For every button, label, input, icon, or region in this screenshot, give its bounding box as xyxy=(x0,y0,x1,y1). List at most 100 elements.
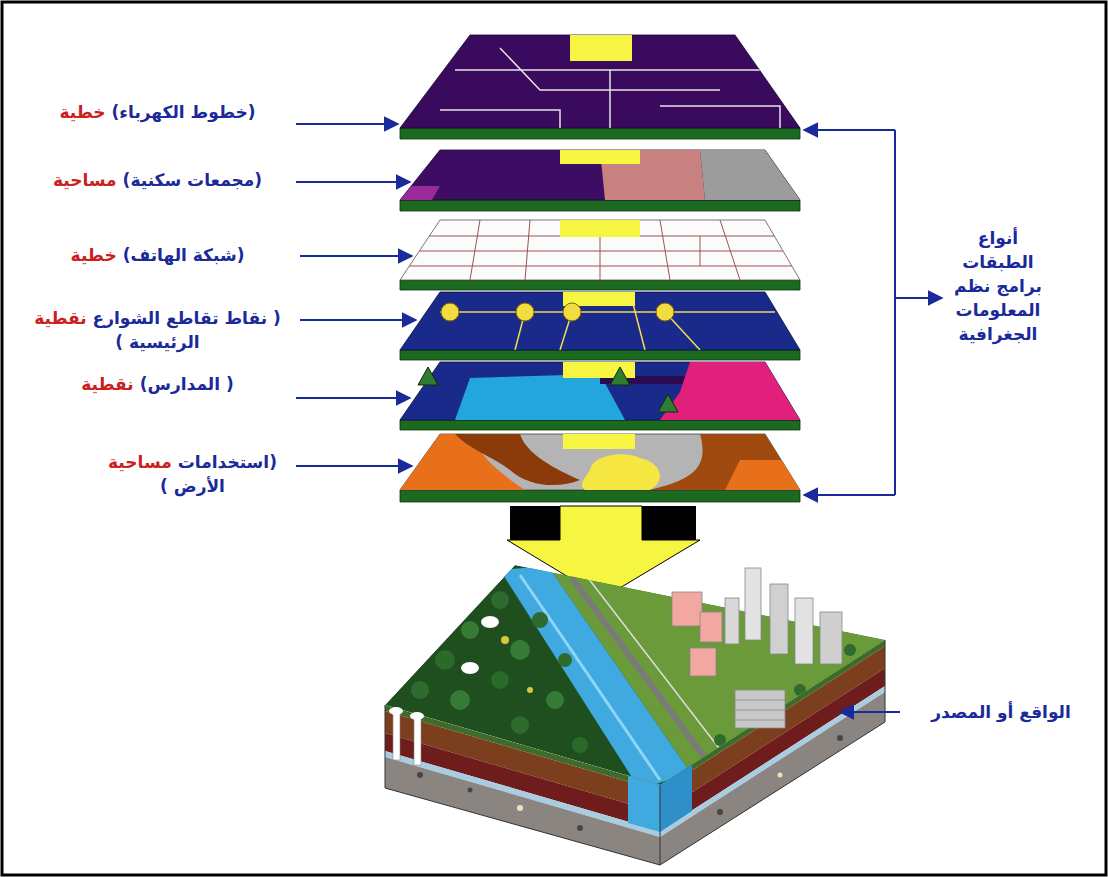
area-polygon xyxy=(660,362,810,420)
intersection-point xyxy=(656,303,674,321)
school-triangle xyxy=(418,367,438,385)
building xyxy=(795,598,813,664)
area-polygon xyxy=(400,186,440,200)
layer-tab xyxy=(563,434,635,449)
river xyxy=(500,566,690,790)
railway xyxy=(585,574,722,752)
layer-type-label: خطية xyxy=(71,245,117,265)
leader-arrow xyxy=(296,397,410,399)
layer-edge xyxy=(400,128,800,139)
building xyxy=(820,612,842,664)
layer-tab xyxy=(560,220,640,237)
school-triangle xyxy=(610,367,630,385)
streets xyxy=(440,292,775,350)
label-group: الواقع أو المصدر xyxy=(906,700,1096,724)
pebble xyxy=(417,772,423,778)
well-top xyxy=(481,616,499,628)
bracket-arrow xyxy=(895,297,942,299)
land-use xyxy=(400,434,800,490)
block-outline xyxy=(660,785,661,865)
leader-arrow xyxy=(296,465,412,467)
layer-name-label: (استخدامات الأرض ) xyxy=(160,452,277,496)
tree xyxy=(844,644,856,656)
well-pipe xyxy=(414,717,421,765)
tree xyxy=(714,734,726,746)
building xyxy=(735,690,785,728)
layer-edge xyxy=(400,420,800,430)
tree xyxy=(546,691,564,709)
well-top xyxy=(461,662,479,674)
layer-type-label: نقطية xyxy=(34,308,86,328)
leader-arrow xyxy=(300,255,412,257)
well-pipe xyxy=(393,712,400,760)
layer-name-label: ( المدارس) xyxy=(140,374,234,394)
layer-edge xyxy=(400,280,800,290)
tree xyxy=(511,716,529,734)
wells xyxy=(389,707,424,765)
building-windows xyxy=(735,700,785,720)
layer-plate xyxy=(400,35,800,128)
label-group: نقطية( نقاط تقاطع الشوارع الرئيسية ) xyxy=(25,306,290,354)
layer-name-label: (مجمعات سكنية) xyxy=(123,170,263,190)
label-group: خطية (شبكة الهاتف) xyxy=(25,243,290,267)
tree xyxy=(461,621,479,639)
pebble xyxy=(468,788,473,793)
soil-band xyxy=(385,757,660,865)
building xyxy=(700,612,722,642)
buildings xyxy=(672,568,842,728)
pebble xyxy=(517,805,523,811)
layer-name-label: الواقع أو المصدر xyxy=(931,702,1071,722)
power-line xyxy=(455,69,770,71)
school-zones xyxy=(455,362,810,420)
power-line xyxy=(440,110,560,128)
layer-tab xyxy=(560,150,640,164)
school-triangle xyxy=(658,394,678,412)
layer-name-label: أنواع الطبقات برامج نظم المعلومات الجغرا… xyxy=(954,228,1042,344)
building xyxy=(690,648,716,676)
land-area xyxy=(650,434,800,490)
intersection-point xyxy=(563,303,581,321)
tree xyxy=(411,681,429,699)
label-group: نقطية ( المدارس) xyxy=(25,372,290,396)
leader-arrow xyxy=(300,319,416,321)
building xyxy=(725,598,739,644)
layer-type-label: مساحية xyxy=(108,452,172,472)
power-line xyxy=(609,70,611,128)
layer-plate xyxy=(400,220,800,280)
layer-edge xyxy=(400,350,800,360)
road xyxy=(572,578,708,762)
river-section xyxy=(628,776,660,832)
network-line xyxy=(525,220,530,280)
land-area xyxy=(725,460,800,490)
tree xyxy=(491,591,509,609)
layer-type-label: نقطية xyxy=(81,374,133,394)
tree xyxy=(532,612,548,628)
area-polygon xyxy=(455,374,625,420)
pebble xyxy=(717,809,723,815)
leader-arrow xyxy=(296,181,410,183)
power-line xyxy=(660,106,780,128)
well-top xyxy=(410,712,424,720)
network-line xyxy=(720,220,740,280)
layer-type-label: مساحية xyxy=(53,170,117,190)
label-group: مساحية(استخدامات الأرض ) xyxy=(95,450,290,498)
layer-edge xyxy=(400,200,800,211)
layer-edge xyxy=(400,490,800,502)
residential-areas xyxy=(400,150,810,200)
layer-tab xyxy=(570,35,632,61)
pebble xyxy=(577,825,583,831)
pebble xyxy=(837,735,843,741)
street-line xyxy=(440,311,775,313)
layer-name-label: (شبكة الهاتف) xyxy=(123,245,245,265)
network-line xyxy=(470,220,480,280)
tree xyxy=(572,737,588,753)
phone-network xyxy=(400,220,800,280)
land-area xyxy=(455,434,580,485)
layer-plate xyxy=(400,292,800,350)
bracket-arrow xyxy=(804,494,895,496)
layer-type-label: خطية xyxy=(60,102,106,122)
tree xyxy=(435,650,455,670)
